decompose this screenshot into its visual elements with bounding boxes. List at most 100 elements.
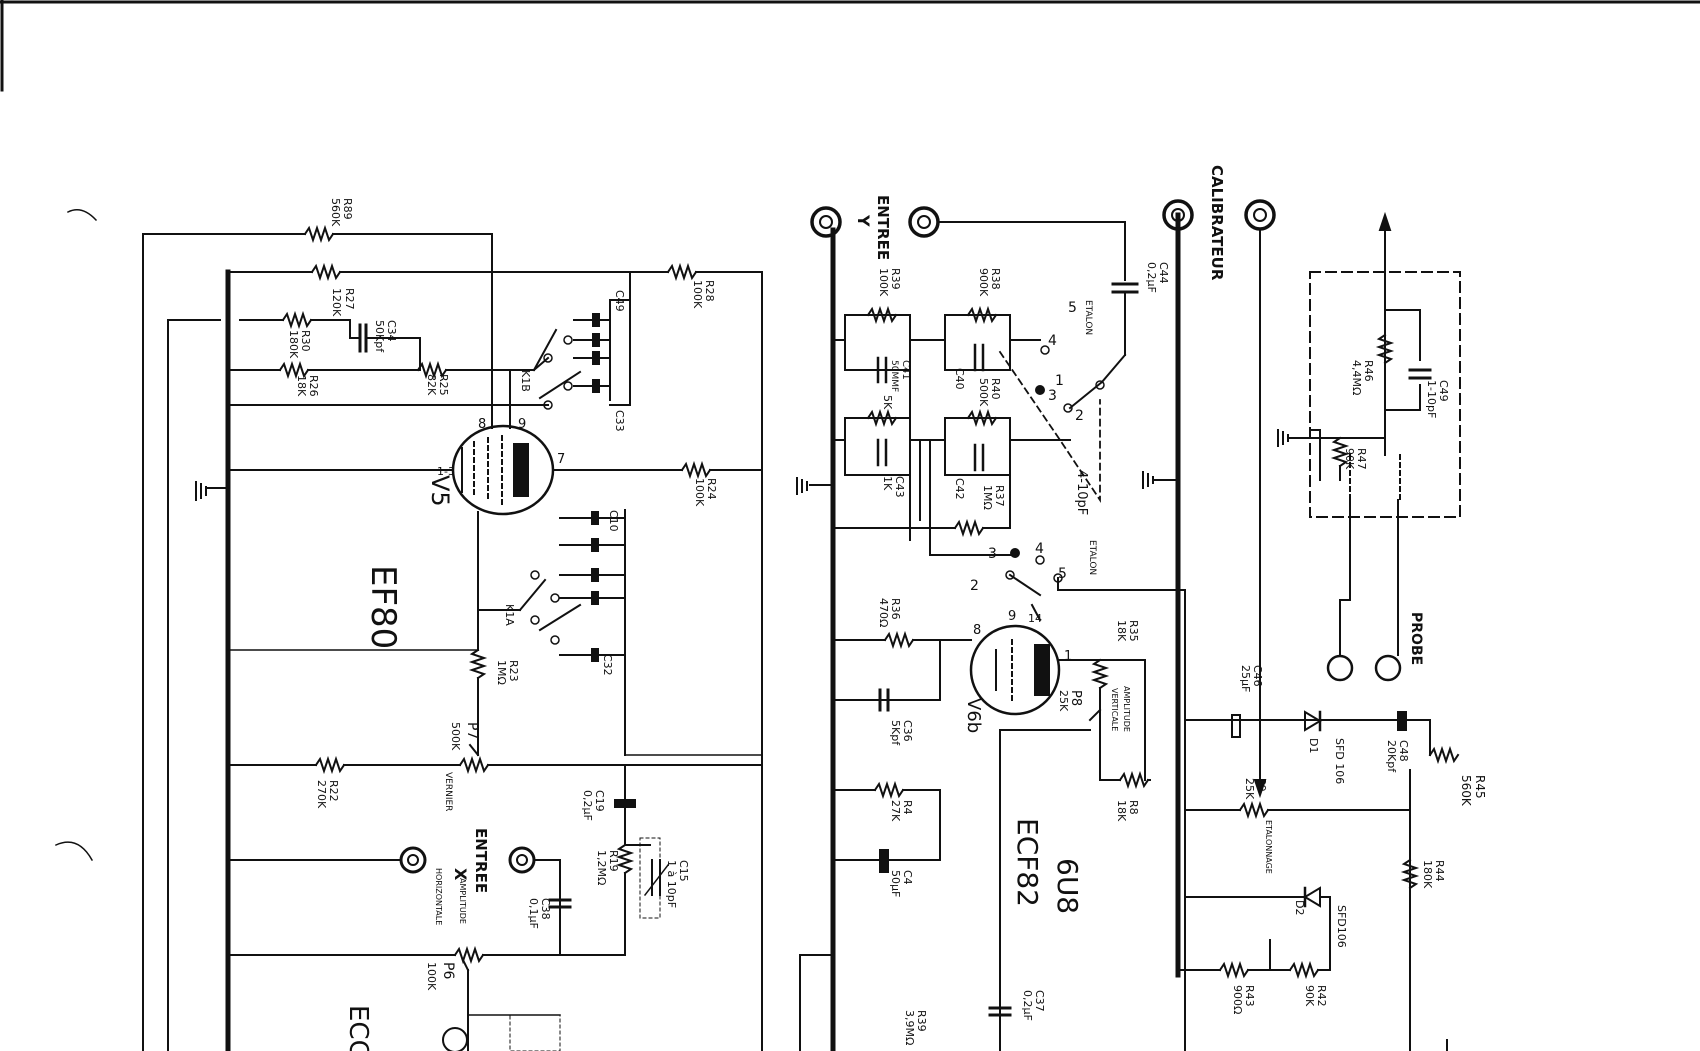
resistor-r23 bbox=[468, 648, 488, 680]
c46-ref: C46 bbox=[1251, 665, 1264, 687]
r35-ref: R35 bbox=[1127, 620, 1140, 642]
p7-val: 500K bbox=[449, 722, 462, 751]
c37-val: 0,2μF bbox=[1021, 990, 1034, 1021]
c48-val: 20Kpf bbox=[1385, 740, 1398, 773]
connector-probe-2 bbox=[1374, 654, 1402, 682]
r8-val: 18K bbox=[1115, 800, 1128, 822]
r45-val: 560K bbox=[1459, 775, 1473, 807]
entree-y-letter: Y bbox=[854, 214, 873, 227]
r23-ref: R23 bbox=[507, 660, 520, 682]
p9-ref: P9 bbox=[1255, 778, 1268, 792]
r22-val: 270K bbox=[315, 780, 328, 809]
r22-ref: R22 bbox=[327, 780, 340, 802]
tube-ecc-fragment: ECC bbox=[343, 1005, 373, 1051]
c49b-val: 1-10pF bbox=[1425, 380, 1438, 418]
r38-val: 900K bbox=[977, 268, 990, 297]
pin-8b: 8 bbox=[973, 623, 981, 638]
r43-ref: R43 bbox=[1243, 985, 1256, 1007]
d2-ref: D2 bbox=[1293, 900, 1306, 915]
tube-v6-type1: 6U8 bbox=[1051, 858, 1084, 914]
resistor-r37 bbox=[953, 518, 985, 538]
connector-entree-x-right bbox=[508, 846, 536, 874]
c42-label: C42 bbox=[953, 478, 966, 500]
c44-ref: C44 bbox=[1157, 262, 1170, 284]
potentiometer-p7 bbox=[458, 755, 490, 775]
k1b-label: K1B bbox=[519, 370, 532, 392]
resistor-r45 bbox=[1428, 745, 1460, 765]
c36-ref: C36 bbox=[901, 720, 914, 742]
tube-v6b-name: V6b bbox=[963, 698, 984, 733]
ground-symbol-2 bbox=[796, 477, 808, 495]
diode-d2 bbox=[1303, 886, 1321, 908]
c43-val: 1K bbox=[881, 476, 894, 491]
ground-symbol-3 bbox=[1142, 471, 1154, 489]
pin-8: 8 bbox=[478, 417, 486, 432]
p9-val: 25K bbox=[1243, 778, 1256, 800]
switch-pos-5: 5 bbox=[1068, 300, 1077, 316]
potentiometer-p9 bbox=[1238, 800, 1270, 820]
capacitor-bank-c10 bbox=[559, 509, 626, 756]
c38-val: 0,1μF bbox=[527, 898, 540, 929]
range-switch-lower bbox=[1005, 548, 1063, 597]
r36-val: 470Ω bbox=[877, 598, 890, 627]
switch-pos-4b: 4 bbox=[1035, 541, 1044, 557]
etalon-bottom: ETALON bbox=[1087, 540, 1097, 575]
pin-7: 7 bbox=[557, 452, 565, 467]
r27-val: 120K bbox=[330, 288, 343, 317]
switch-pos-4: 4 bbox=[1048, 333, 1057, 349]
r37-ref: R37 bbox=[993, 485, 1006, 507]
d2-val: SFD106 bbox=[1335, 905, 1348, 948]
etalonnage-label: ETALONNAGE bbox=[1264, 820, 1273, 874]
entree-x-word: ENTREE bbox=[472, 828, 490, 893]
c19-ref: C19 bbox=[593, 790, 606, 812]
c38-ref: C38 bbox=[539, 898, 552, 920]
switch-k1a bbox=[518, 570, 582, 645]
r19-ref: R19 bbox=[607, 850, 620, 872]
r45-ref: R45 bbox=[1473, 775, 1487, 799]
r3x-val: 3,9MΩ bbox=[903, 1010, 916, 1045]
r42-val: 90K bbox=[1303, 985, 1316, 1007]
diode-d1 bbox=[1304, 710, 1322, 732]
r-5k-label: 5K bbox=[881, 395, 894, 410]
r25-val: 82K bbox=[425, 374, 438, 396]
entree-x-letter: X bbox=[451, 868, 470, 881]
r42-ref: R42 bbox=[1315, 985, 1328, 1007]
resistor-r25 bbox=[416, 360, 448, 380]
c34-val: 50Kpf bbox=[373, 320, 386, 353]
resistor-r27 bbox=[310, 262, 342, 282]
switch-pos-2b: 2 bbox=[970, 578, 979, 594]
c34-ref: C34 bbox=[385, 320, 398, 342]
r3x-ref: R39 bbox=[915, 1010, 928, 1032]
k1a-label: K1A bbox=[503, 604, 516, 626]
r47-ref: R47 bbox=[1355, 448, 1368, 470]
r28-val: 100K bbox=[691, 280, 704, 309]
c15-val: 1 à 10pF bbox=[665, 860, 678, 908]
r38-ref: R38 bbox=[989, 268, 1002, 290]
pin-1-3: 1-3 bbox=[437, 465, 455, 478]
entree-y-word: ENTREE bbox=[874, 195, 892, 260]
capacitor-c4 bbox=[879, 849, 889, 873]
r24-val: 100K bbox=[693, 478, 706, 507]
c19-val: 0,2μF bbox=[581, 790, 594, 821]
r24-ref: R24 bbox=[705, 478, 718, 500]
calibrateur-label: CALIBRATEUR bbox=[1208, 165, 1226, 281]
r4-ref: R4 bbox=[901, 800, 914, 815]
r44-ref: R44 bbox=[1433, 860, 1446, 882]
resistor-r89 bbox=[303, 224, 335, 244]
capacitor-c46 bbox=[1231, 714, 1241, 738]
resistor-r30 bbox=[281, 310, 313, 330]
capacitor-c19 bbox=[614, 799, 636, 808]
r37-val: 1MΩ bbox=[981, 485, 994, 510]
c4-ref: C4 bbox=[901, 870, 914, 885]
resistor-r22 bbox=[314, 755, 346, 775]
amplitude-h-2: HORIZONTALE bbox=[434, 868, 443, 925]
r40-ref: R40 bbox=[989, 378, 1002, 400]
r46-ref: R46 bbox=[1362, 360, 1375, 382]
p7-ref: P7 bbox=[464, 722, 480, 739]
r23-val: 1MΩ bbox=[495, 660, 508, 685]
attenuator-block-2 bbox=[944, 305, 1041, 372]
r19-val: 1,2MΩ bbox=[595, 850, 608, 885]
tube-v6-type2: ECF82 bbox=[1011, 818, 1044, 907]
resistor-r47 bbox=[1330, 436, 1350, 468]
p8-ref: P8 bbox=[1068, 690, 1083, 706]
